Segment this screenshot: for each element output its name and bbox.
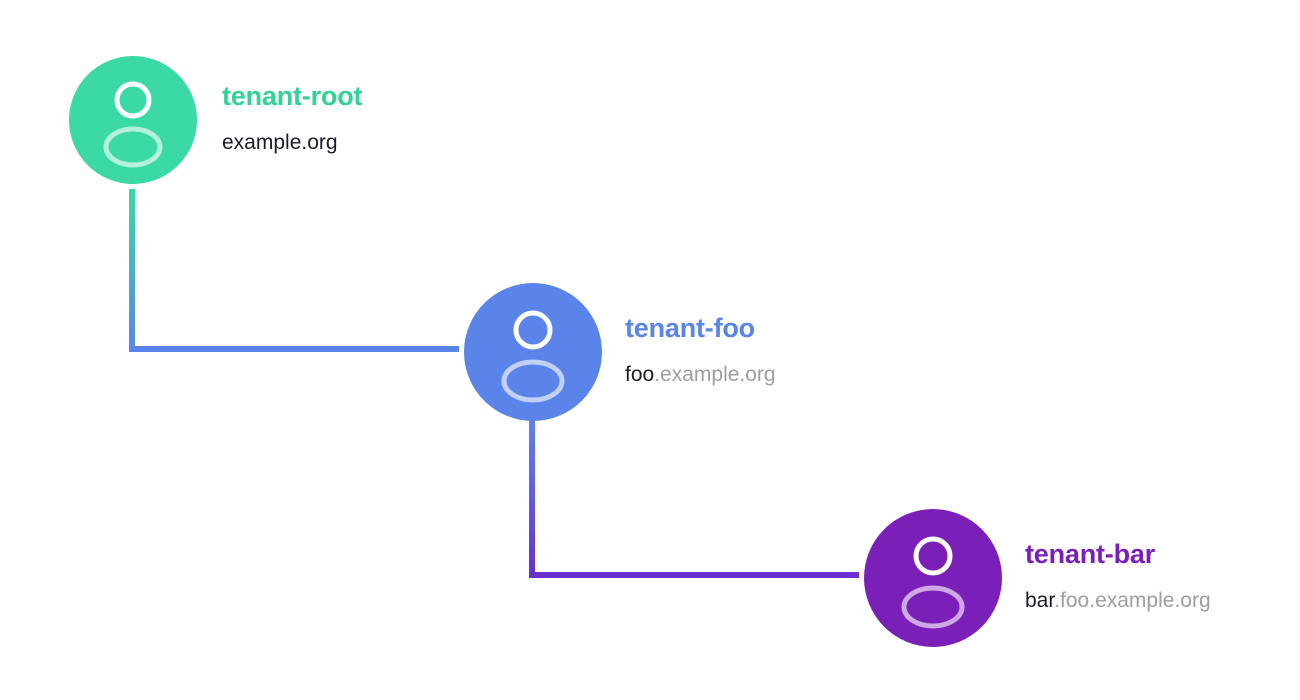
node-subtitle: example.org (222, 131, 362, 154)
node-text: tenant-foo foo.example.org (625, 313, 776, 390)
domain-head: bar (1025, 588, 1055, 612)
connector-root-to-foo (129, 189, 459, 352)
node-subtitle: bar.foo.example.org (1025, 589, 1211, 612)
avatar (464, 283, 602, 421)
avatar (69, 56, 197, 184)
node-tenant-foo[interactable]: tenant-foo foo.example.org (464, 283, 776, 421)
node-tenant-root[interactable]: tenant-root example.org (69, 56, 362, 184)
node-title: tenant-foo (625, 313, 755, 344)
user-avatar-icon (103, 81, 163, 168)
node-title: tenant-root (222, 81, 363, 112)
avatar (864, 509, 1002, 647)
user-avatar-icon (501, 310, 565, 403)
connector-foo-to-bar (529, 420, 859, 578)
node-tenant-bar[interactable]: tenant-bar bar.foo.example.org (864, 509, 1211, 647)
domain-tail: .example.org (654, 362, 776, 386)
node-subtitle: foo.example.org (625, 363, 776, 386)
node-text: tenant-bar bar.foo.example.org (1025, 539, 1211, 616)
domain-tail: .foo.example.org (1054, 588, 1211, 612)
domain-head: example.org (222, 130, 338, 154)
domain-head: foo (625, 362, 655, 386)
user-avatar-icon (901, 536, 965, 629)
node-text: tenant-root example.org (222, 81, 363, 158)
node-title: tenant-bar (1025, 539, 1156, 570)
